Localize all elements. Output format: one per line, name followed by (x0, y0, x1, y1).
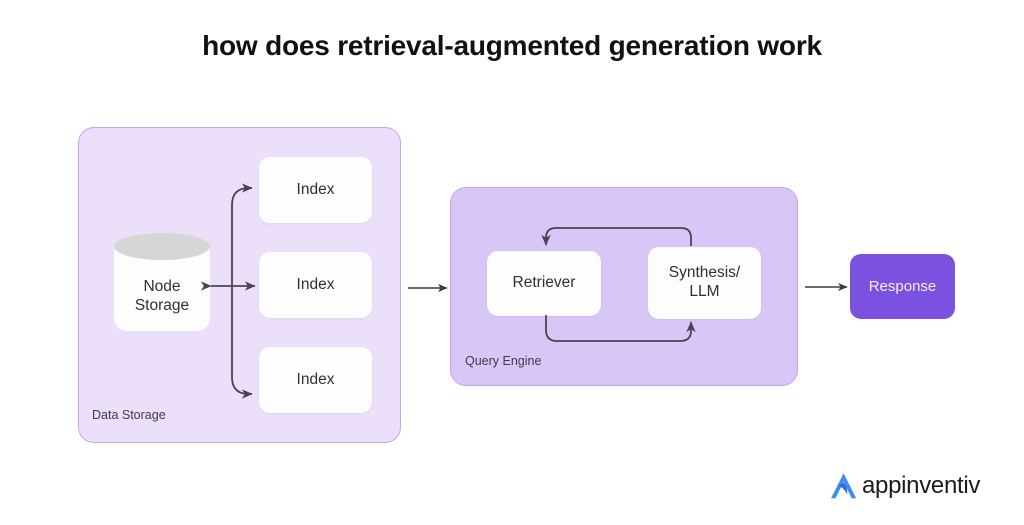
appinventiv-logo: appinventiv (828, 471, 980, 501)
data-storage-panel: Node Storage Index Index Index Data Stor… (78, 127, 401, 443)
appinventiv-a-mark-icon (831, 473, 857, 499)
query-engine-panel: Retriever Synthesis/ LLM Query Engine (450, 187, 798, 386)
node-storage-label: Node Storage (114, 261, 210, 331)
response-box: Response (850, 254, 955, 319)
index-box-1: Index (259, 157, 372, 223)
page-title: how does retrieval-augmented generation … (202, 30, 822, 61)
synthesis-label-line1: Synthesis/ (668, 264, 741, 282)
node-storage-label-line1: Node (143, 277, 181, 295)
query-engine-panel-label: Query Engine (465, 354, 542, 368)
cylinder-top-ellipse (114, 233, 210, 260)
retriever-box: Retriever (487, 251, 601, 316)
data-storage-panel-label: Data Storage (92, 408, 166, 422)
synthesis-label-line2: LLM (689, 283, 720, 300)
synthesis-llm-box: Synthesis/ LLM (648, 247, 761, 319)
index-box-2: Index (259, 252, 372, 318)
cylinder-body (114, 246, 210, 331)
index-box-3: Index (259, 347, 372, 413)
node-storage-cylinder: Node Storage (114, 233, 210, 331)
appinventiv-logo-text: appinventiv (862, 472, 981, 499)
node-storage-label-line2: Storage (134, 297, 190, 314)
